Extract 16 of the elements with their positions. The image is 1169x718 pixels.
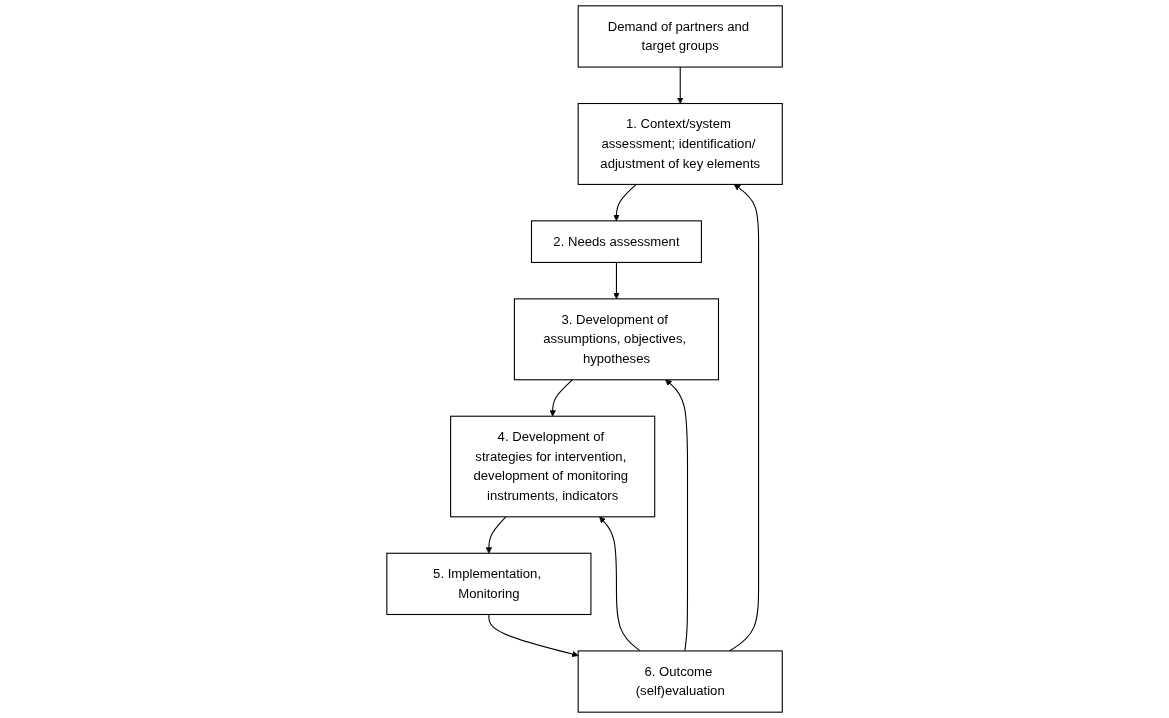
arrow [665, 379, 688, 652]
node-box: 2. Needs assessment [530, 220, 702, 263]
node-box: 1. Context/system assessment; identification/ adjustment of key elements [577, 102, 783, 185]
node-box: 5. Implementation, Monitoring [386, 552, 592, 616]
arrow [613, 261, 620, 300]
arrow [613, 183, 637, 222]
node-box: 4. Development of strategies for intervention, development of monitoring instruments, indicators [450, 415, 656, 518]
arrow [549, 379, 573, 417]
arrow [676, 66, 684, 104]
arrow [599, 516, 641, 652]
arrow [488, 613, 579, 658]
arrow [728, 184, 760, 652]
node-box: 6. Outcome (self)evaluation [577, 650, 783, 713]
node-box: 3. Development of assumptions, objectives, hypotheses [513, 298, 719, 381]
arrow [485, 516, 507, 554]
node-box: Demand of partners and target groups [577, 5, 783, 68]
